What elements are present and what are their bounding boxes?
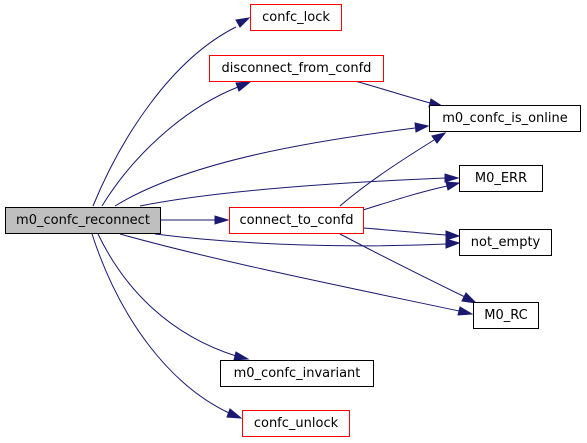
edge-reconnect-to-rc — [119, 233, 460, 312]
arrowhead-invariant — [233, 351, 250, 361]
node-not-empty[interactable]: not_empty — [459, 229, 552, 256]
arrowhead-is-online-3 — [431, 132, 447, 144]
arrowhead-rc-2 — [461, 292, 478, 304]
node-disconnect-from-confd[interactable]: disconnect_from_confd — [209, 55, 384, 82]
edge-connect-to-not-empty — [362, 227, 447, 236]
edge-connect-to-rc — [339, 233, 466, 298]
arrowhead-err-2 — [445, 181, 461, 191]
arrowhead-lock — [235, 17, 251, 28]
node-m0-confc-invariant[interactable]: m0_confc_invariant — [220, 360, 374, 387]
edge-connect-to-err — [362, 185, 448, 211]
edge-connect-to-is-online — [339, 139, 435, 207]
arrowhead-not-empty-1 — [445, 238, 461, 249]
node-connect-to-confd[interactable]: connect_to_confd — [229, 207, 364, 234]
edge-reconnect-to-is-online — [114, 127, 416, 207]
edge-reconnect-to-invariant — [97, 233, 237, 357]
arrowhead-rc-1 — [457, 306, 474, 316]
node-confc-unlock[interactable]: confc_unlock — [242, 410, 350, 437]
edge-reconnect-to-not-empty — [154, 233, 447, 247]
arrowhead-disconnect — [235, 81, 252, 92]
node-confc-lock[interactable]: confc_lock — [250, 4, 342, 31]
arrowhead-connect — [214, 215, 230, 225]
edge-disconnect-to-is-online — [354, 80, 431, 104]
arrowhead-not-empty-2 — [445, 230, 461, 241]
node-m0-err[interactable]: M0_ERR — [459, 165, 543, 192]
node-m0-confc-reconnect: m0_confc_reconnect — [5, 207, 161, 234]
edge-reconnect-to-unlock — [91, 233, 230, 414]
arrowhead-unlock — [226, 408, 243, 419]
edge-reconnect-to-lock — [92, 26, 237, 207]
arrowhead-err-1 — [444, 173, 460, 183]
arrowhead-is-online-1 — [414, 122, 430, 133]
node-m0-confc-is-online[interactable]: m0_confc_is_online — [429, 105, 581, 132]
edge-reconnect-to-disconnect — [101, 86, 239, 207]
edge-reconnect-to-err — [139, 177, 446, 207]
node-m0-rc[interactable]: M0_RC — [473, 302, 539, 329]
